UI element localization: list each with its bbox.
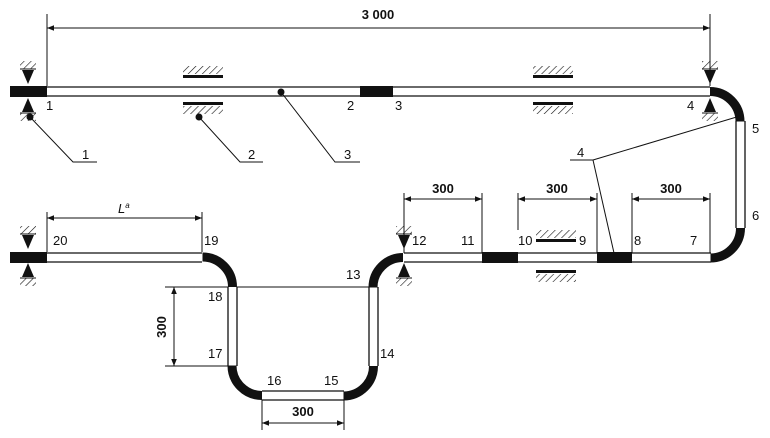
point-6: 6 <box>752 208 759 223</box>
dimension-300-a: 300 <box>403 181 483 253</box>
dimension-300-b: 300 <box>517 181 598 253</box>
dimension-300-a-text: 300 <box>432 181 454 196</box>
weld-joint-2-3 <box>360 86 393 97</box>
length-dimension: La <box>46 201 203 252</box>
middle-pipe <box>404 252 711 263</box>
point-9: 9 <box>579 233 586 248</box>
callout-1: 1 <box>82 147 89 162</box>
point-16: 16 <box>267 373 281 388</box>
bend-16-17 <box>227 365 263 400</box>
dimension-300-c: 300 <box>631 181 711 253</box>
dimension-300-vertical: 300 <box>154 286 228 367</box>
point-11: 11 <box>461 233 475 248</box>
point-2: 2 <box>347 98 354 113</box>
callout-2: 2 <box>248 147 255 162</box>
dimension-300-c-text: 300 <box>660 181 682 196</box>
guide-support-a <box>183 66 223 114</box>
dimension-300-vertical-text: 300 <box>154 316 169 338</box>
point-7: 7 <box>690 233 697 248</box>
point-4: 4 <box>687 98 694 113</box>
guide-support-b <box>533 66 573 114</box>
weld-joint-10-11 <box>482 252 518 263</box>
u-loop <box>10 252 404 401</box>
callout-3: 3 <box>344 147 351 162</box>
point-10: 10 <box>518 233 532 248</box>
dimension-300-b-text: 300 <box>546 181 568 196</box>
guide-support-c <box>536 230 576 282</box>
weld-joint-8-9 <box>597 252 632 263</box>
point-14: 14 <box>380 346 394 361</box>
point-5: 5 <box>752 121 759 136</box>
point-8: 8 <box>634 233 641 248</box>
point-13: 13 <box>346 267 360 282</box>
point-1: 1 <box>46 98 53 113</box>
overall-dimension: 3 000 <box>46 7 711 86</box>
bend-12-13 <box>368 253 404 288</box>
point-12: 12 <box>412 233 426 248</box>
bend-18-19 <box>202 252 237 288</box>
dimension-300-bottom: 300 <box>261 400 345 430</box>
point-18: 18 <box>208 289 222 304</box>
bend-6-7 <box>710 227 745 263</box>
point-20: 20 <box>53 233 67 248</box>
fixed-support-left-bottom <box>20 226 36 286</box>
end-fixture-20 <box>10 252 47 263</box>
callout-leaders <box>26 91 741 254</box>
end-fixture-1 <box>10 86 47 97</box>
support-point-4 <box>702 61 718 121</box>
overall-dimension-text: 3 000 <box>362 7 395 22</box>
top-pipe <box>10 86 710 97</box>
callout-4: 4 <box>577 145 584 160</box>
dimension-300-bottom-text: 300 <box>292 404 314 419</box>
point-17: 17 <box>208 346 222 361</box>
bend-14-15 <box>343 365 378 401</box>
length-label: La <box>118 201 130 216</box>
point-15: 15 <box>324 373 338 388</box>
point-19: 19 <box>204 233 218 248</box>
point-3: 3 <box>395 98 402 113</box>
